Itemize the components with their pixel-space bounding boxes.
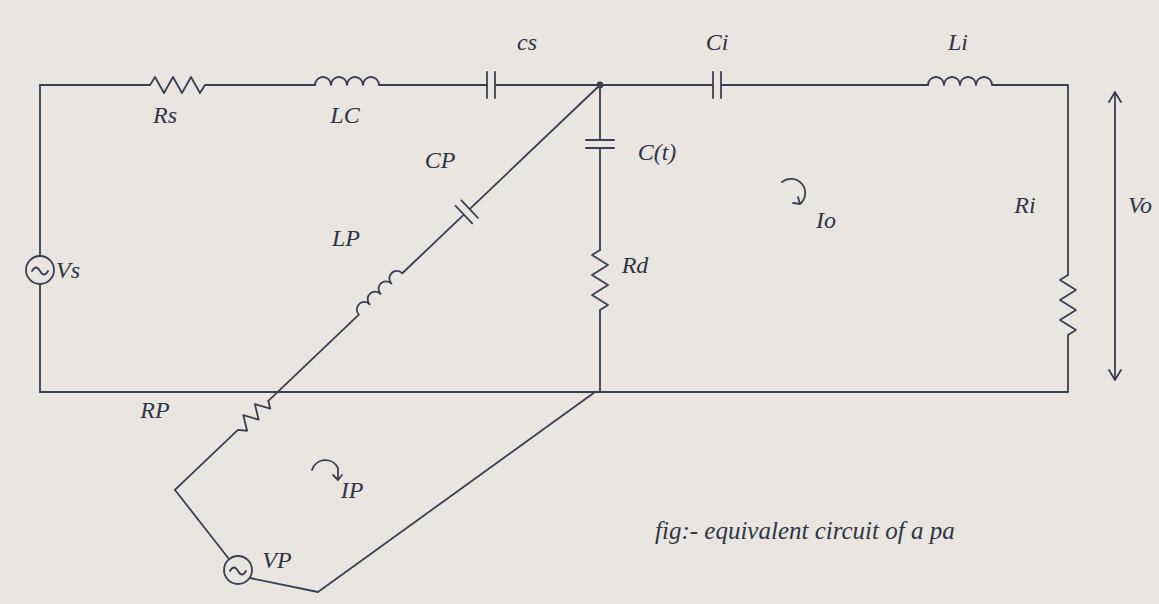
wire [175,392,595,592]
pump-branch [167,76,609,498]
component-label: LP [332,226,360,250]
resistor-symbol [592,250,608,392]
wire [39,85,41,392]
resistor-symbol [40,77,315,93]
figure-caption: fig:- equivalent circuit of a pa [655,518,955,543]
source-symbol [32,268,48,275]
component-label: Li [948,30,968,54]
capacitor-symbol [713,72,928,98]
component-label: Ci [706,30,729,54]
inductor-symbol [315,77,487,85]
current-arrow [312,460,342,480]
component-label: cs [517,30,537,54]
source-symbol [224,556,252,584]
component-label: VP [262,548,291,572]
component-label: Io [816,208,836,232]
current-arrow [782,179,805,204]
component-label: Rs [153,103,177,127]
component-label: RP [140,398,169,422]
component-label: CP [425,148,456,172]
capacitor-symbol [586,85,614,250]
component-label: Ri [1014,193,1035,217]
source-symbol [26,256,54,284]
resistor-symbol [40,275,1076,392]
voltage-arrow [1109,92,1121,380]
inductor-symbol [928,77,1068,275]
component-label: Vs [56,258,80,282]
component-label: LC [330,103,359,127]
component-label: IP [341,478,364,502]
component-label: Vo [1128,193,1152,217]
component-label: C(t) [638,140,677,164]
component-label: Rd [622,253,649,277]
source-symbol [230,568,246,575]
